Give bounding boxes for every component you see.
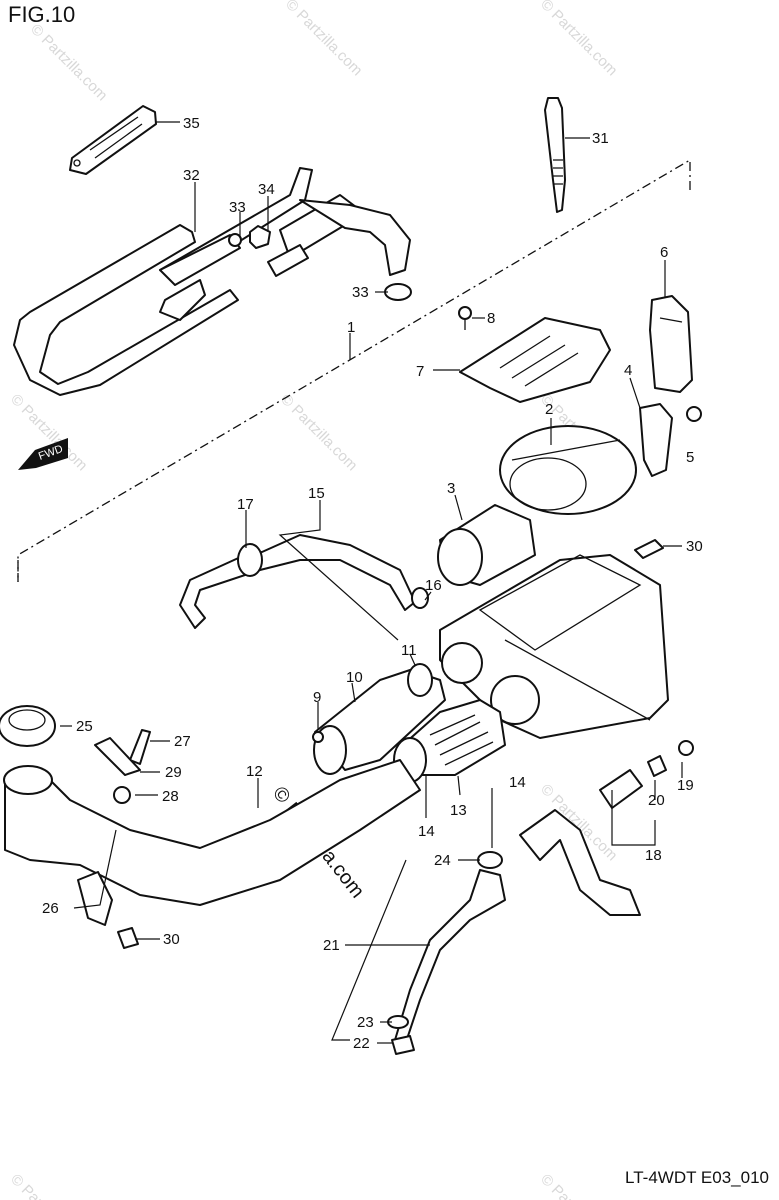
callout-30b: 30 bbox=[163, 931, 180, 948]
callout-14a: 14 bbox=[509, 774, 526, 791]
part-32-breather-hose bbox=[13, 167, 411, 396]
callout-7: 7 bbox=[416, 363, 424, 380]
callout-10: 10 bbox=[346, 669, 363, 686]
part-27-bolt bbox=[94, 729, 151, 776]
callout-17: 17 bbox=[237, 496, 254, 513]
watermark: © Partzilla.com bbox=[282, 0, 365, 79]
part-26-bracket bbox=[77, 871, 113, 926]
part-8-screw bbox=[458, 306, 472, 330]
part-3-filter bbox=[437, 504, 536, 586]
callout-3: 3 bbox=[447, 480, 455, 497]
part-35-strap bbox=[69, 105, 157, 175]
fwd-arrow-icon: FWD bbox=[18, 438, 68, 470]
callout-13: 13 bbox=[450, 802, 467, 819]
callout-16: 16 bbox=[425, 577, 442, 594]
callout-1: 1 bbox=[347, 319, 355, 336]
air-cleaner-case bbox=[439, 554, 669, 739]
part-30-bolt-lower bbox=[117, 927, 139, 949]
callout-6: 6 bbox=[660, 244, 668, 261]
callout-2: 2 bbox=[545, 401, 553, 418]
part-10-boot bbox=[312, 663, 446, 775]
callout-32: 32 bbox=[183, 167, 200, 184]
part-6-bracket bbox=[649, 295, 693, 393]
part-33-clamp bbox=[384, 283, 412, 301]
callout-29: 29 bbox=[165, 764, 182, 781]
callout-20: 20 bbox=[648, 792, 665, 809]
part-25-grommet bbox=[0, 705, 56, 747]
part-7-cover bbox=[459, 317, 611, 403]
callout-4: 4 bbox=[624, 362, 632, 379]
callout-33a: 33 bbox=[229, 199, 246, 216]
callout-27: 27 bbox=[174, 733, 191, 750]
leader-lines bbox=[60, 121, 683, 1044]
callout-23: 23 bbox=[357, 1014, 374, 1031]
callout-28: 28 bbox=[162, 788, 179, 805]
assembly-1-boundary bbox=[17, 158, 691, 582]
callout-33b: 33 bbox=[352, 284, 369, 301]
part-31-band bbox=[544, 97, 566, 213]
callout-22: 22 bbox=[353, 1035, 370, 1052]
callout-5: 5 bbox=[686, 449, 694, 466]
part-18-drain-hose bbox=[519, 740, 694, 916]
watermark: © Partzilla.com bbox=[537, 1171, 620, 1200]
callout-18: 18 bbox=[645, 847, 662, 864]
watermark: © Partzilla.com bbox=[27, 21, 110, 104]
figure-title: FIG.10 bbox=[8, 2, 76, 27]
drawing-code: LT-4WDT E03_010 bbox=[625, 1168, 769, 1187]
callout-21: 21 bbox=[323, 937, 340, 954]
callout-35: 35 bbox=[183, 115, 200, 132]
part-21-drain-tube bbox=[387, 851, 506, 1055]
callout-11: 11 bbox=[401, 642, 417, 659]
part-30-bolt bbox=[634, 539, 664, 559]
callout-31: 31 bbox=[592, 130, 609, 147]
callout-25: 25 bbox=[76, 718, 93, 735]
part-4-clip bbox=[639, 403, 702, 477]
watermark: © Partzilla.com bbox=[277, 391, 360, 474]
callout-24: 24 bbox=[434, 852, 451, 869]
callout-34: 34 bbox=[258, 181, 275, 198]
part-12-intake-pipe bbox=[3, 759, 421, 906]
callout-12: 12 bbox=[246, 763, 263, 780]
watermark: © Partzilla.com bbox=[537, 0, 620, 79]
watermark: © Partzilla.com bbox=[7, 1171, 90, 1200]
callout-9: 9 bbox=[313, 689, 321, 706]
callout-14b: 14 bbox=[418, 823, 435, 840]
callout-15: 15 bbox=[308, 485, 325, 502]
callout-8: 8 bbox=[487, 310, 495, 327]
callout-30a: 30 bbox=[686, 538, 703, 555]
part-15-hose bbox=[179, 534, 429, 629]
callout-26: 26 bbox=[42, 900, 59, 917]
callout-19: 19 bbox=[677, 777, 694, 794]
part-2-element bbox=[499, 425, 637, 515]
callout-labels: 1 2 3 4 5 6 7 8 9 10 11 12 13 14 14 15 1… bbox=[42, 115, 703, 1052]
